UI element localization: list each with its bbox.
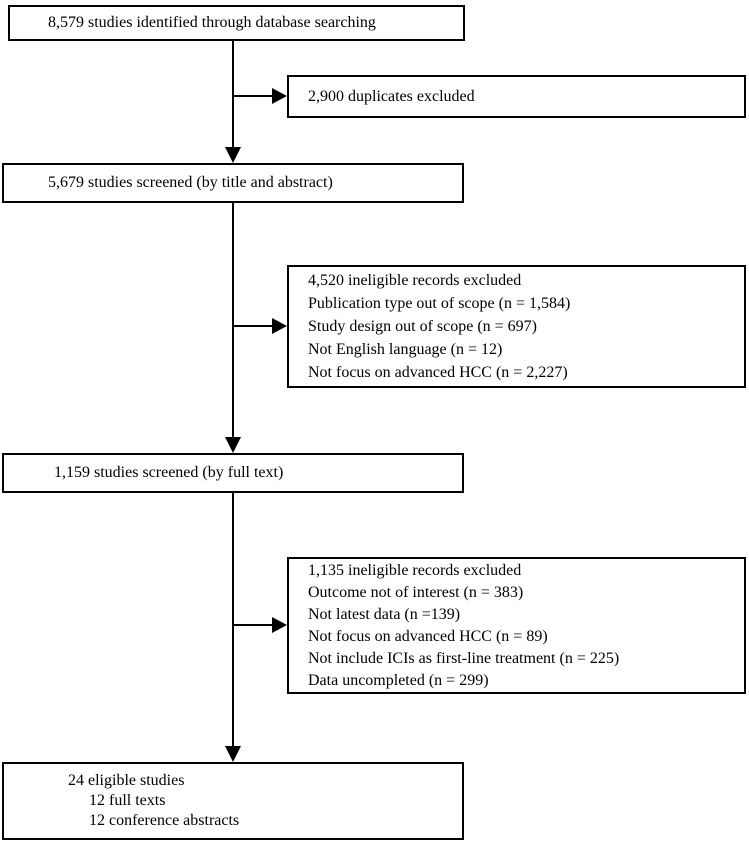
- excluded-title-line: Publication type out of scope (n = 1,584…: [308, 295, 571, 312]
- box-duplicates-excluded: 2,900 duplicates excluded: [287, 75, 746, 118]
- connector-vertical-3: [232, 492, 234, 747]
- excluded-title-line: Not focus on advanced HCC (n = 2,227): [308, 364, 568, 381]
- box-studies-identified-text: 8,579 studies identified through databas…: [48, 14, 376, 31]
- box-screened-full-text: 1,159 studies screened (by full text): [2, 453, 464, 493]
- excluded-title-line: Study design out of scope (n = 697): [308, 318, 537, 335]
- excluded-fulltext-line: Not latest data (n =139): [308, 605, 461, 623]
- connector-vertical-1: [232, 40, 234, 148]
- excluded-title-line: Not English language (n = 12): [308, 341, 503, 358]
- excluded-fulltext-line: Data uncompleted (n = 299): [308, 671, 489, 689]
- eligible-sub-line: 12 conference abstracts: [89, 812, 240, 829]
- arrowhead-right-1-icon: [272, 88, 287, 104]
- eligible-sub-line: 12 full texts: [89, 792, 166, 809]
- box-excluded-full-text: 1,135 ineligible records excluded Outcom…: [287, 557, 746, 694]
- arrowhead-down-2-icon: [225, 437, 241, 453]
- arrowhead-down-1-icon: [225, 147, 241, 163]
- box-eligible-studies: 24 eligible studies 12 full texts 12 con…: [2, 762, 464, 840]
- connector-branch-3: [233, 624, 273, 626]
- excluded-fulltext-line: 1,135 ineligible records excluded: [308, 561, 522, 579]
- excluded-fulltext-line: Not include ICIs as first-line treatment…: [308, 649, 620, 667]
- arrowhead-right-3-icon: [272, 617, 287, 633]
- excluded-fulltext-line: Not focus on advanced HCC (n = 89): [308, 627, 548, 645]
- box-screened-title-abstract: 5,679 studies screened (by title and abs…: [2, 163, 464, 203]
- box-excluded-title-abstract: 4,520 ineligible records excluded Public…: [287, 265, 746, 388]
- excluded-fulltext-line: Outcome not of interest (n = 383): [308, 583, 524, 601]
- connector-branch-1: [233, 95, 273, 97]
- box-screened-title-abstract-text: 5,679 studies screened (by title and abs…: [48, 174, 333, 191]
- connector-vertical-2: [232, 202, 234, 438]
- box-screened-full-text-text: 1,159 studies screened (by full text): [54, 464, 284, 481]
- excluded-title-line: 4,520 ineligible records excluded: [308, 272, 522, 289]
- arrowhead-down-3-icon: [225, 746, 241, 762]
- connector-branch-2: [233, 325, 273, 327]
- box-studies-identified: 8,579 studies identified through databas…: [8, 5, 465, 41]
- box-duplicates-excluded-text: 2,900 duplicates excluded: [308, 87, 475, 105]
- arrowhead-right-2-icon: [272, 318, 287, 334]
- eligible-heading: 24 eligible studies: [68, 772, 185, 789]
